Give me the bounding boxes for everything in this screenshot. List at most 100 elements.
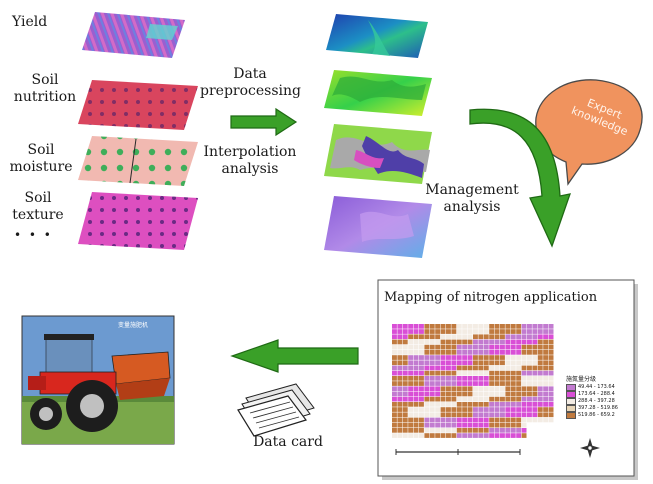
nitrogen-grid-cell: [462, 370, 468, 376]
nitrogen-grid-cell: [548, 329, 554, 334]
nitrogen-grid-cell: [494, 329, 500, 334]
nitrogen-grid-cell: [537, 360, 543, 366]
layer-soil-moisture: [78, 136, 198, 186]
nitrogen-grid-cell: [429, 365, 435, 371]
nitrogen-grid-cell: [510, 396, 516, 402]
nitrogen-grid-cell: [494, 433, 500, 438]
nitrogen-grid-cell: [478, 396, 484, 402]
nitrogen-grid-cell: [543, 360, 549, 366]
nitrogen-grid-cell: [489, 370, 495, 376]
nitrogen-grid-cell: [397, 381, 403, 386]
nitrogen-grid-cell: [408, 386, 414, 392]
nitrogen-grid-cell: [494, 417, 500, 423]
nitrogen-grid-cell: [494, 355, 500, 360]
nitrogen-grid-cell: [424, 417, 430, 423]
nitrogen-grid-cell: [521, 381, 527, 386]
nitrogen-grid-cell: [516, 339, 522, 345]
nitrogen-grid-cell: [473, 365, 478, 371]
nitrogen-grid-cell: [510, 376, 516, 381]
nitrogen-grid-cell: [537, 339, 543, 345]
nitrogen-grid-cell: [402, 344, 408, 350]
nitrogen-grid-cell: [500, 417, 505, 423]
nitrogen-grid-cell: [483, 391, 489, 397]
nitrogen-grid-cell: [424, 365, 430, 371]
nitrogen-grid-cell: [435, 433, 441, 438]
nitrogen-grid-cell: [451, 391, 457, 397]
nitrogen-grid-cell: [440, 391, 446, 397]
nitrogen-grid-cell: [419, 428, 424, 433]
nitrogen-grid-cell: [494, 381, 500, 386]
nitrogen-grid-cell: [489, 412, 495, 418]
nitrogen-grid-cell: [435, 386, 441, 392]
nitrogen-grid-cell: [413, 324, 419, 329]
nitrogen-grid-cell: [510, 391, 516, 397]
label-soil-moisture: Soil moisture: [2, 142, 80, 176]
nitrogen-grid-cell: [532, 412, 538, 418]
nitrogen-grid-cell: [478, 391, 484, 397]
nitrogen-grid-cell: [467, 391, 473, 397]
nitrogen-grid-cell: [500, 381, 505, 386]
nitrogen-grid-cell: [424, 386, 430, 392]
nitrogen-grid-cell: [451, 412, 457, 418]
nitrogen-grid-cell: [521, 402, 527, 407]
nitrogen-grid-cell: [397, 350, 403, 355]
nitrogen-grid-cell: [505, 365, 511, 371]
nitrogen-grid-cell: [473, 376, 478, 381]
nitrogen-grid-cell: [419, 360, 424, 366]
nitrogen-grid-cell: [527, 324, 532, 329]
label-soil-texture: Soil texture: [2, 190, 74, 224]
nitrogen-grid-cell: [413, 422, 419, 428]
nitrogen-grid-cell: [478, 386, 484, 392]
label-soil-nutrition-line2: nutrition: [13, 89, 77, 105]
nitrogen-grid-cell: [505, 355, 511, 360]
nitrogen-grid-cell: [462, 339, 468, 345]
nitrogen-grid-cell: [505, 428, 511, 433]
nitrogen-grid-cell: [392, 428, 397, 433]
nitrogen-grid-cell: [413, 334, 419, 340]
nitrogen-grid-cell: [408, 407, 414, 412]
nitrogen-grid-cell: [505, 391, 511, 397]
nitrogen-grid-cell: [500, 433, 505, 438]
arrow-to-tractor: [230, 339, 359, 373]
nitrogen-grid-cell: [446, 355, 451, 360]
nitrogen-grid-cell: [483, 334, 489, 340]
nitrogen-grid-cell: [402, 334, 408, 340]
nitrogen-grid-cell: [478, 350, 484, 355]
nitrogen-grid-cell: [543, 396, 549, 402]
nitrogen-grid-cell: [516, 329, 522, 334]
nitrogen-grid-cell: [489, 381, 495, 386]
nitrogen-grid-cell: [521, 422, 527, 428]
nitrogen-grid-cell: [456, 391, 462, 397]
nitrogen-grid-cell: [527, 402, 532, 407]
nitrogen-grid-cell: [543, 334, 549, 340]
nitrogen-grid-cell: [505, 370, 511, 376]
nitrogen-grid-cell: [446, 376, 451, 381]
nitrogen-grid-cell: [473, 324, 478, 329]
nitrogen-grid-cell: [500, 412, 505, 418]
nitrogen-grid-cell: [543, 407, 549, 412]
nitrogen-grid-cell: [473, 386, 478, 392]
nitrogen-grid-cell: [516, 355, 522, 360]
nitrogen-grid-cell: [483, 344, 489, 350]
nitrogen-grid-cell: [478, 417, 484, 423]
nitrogen-grid-cell: [516, 376, 522, 381]
nitrogen-grid-cell: [429, 360, 435, 366]
nitrogen-grid-cell: [478, 422, 484, 428]
nitrogen-grid-cell: [527, 381, 532, 386]
nitrogen-grid-cell: [413, 433, 419, 438]
nitrogen-grid-cell: [532, 396, 538, 402]
nitrogen-grid-cell: [532, 386, 538, 392]
nitrogen-grid-cell: [473, 428, 478, 433]
nitrogen-grid-cell: [397, 391, 403, 397]
nitrogen-grid-cell: [446, 433, 451, 438]
nitrogen-grid-cell: [478, 355, 484, 360]
nitrogen-grid-cell: [392, 412, 397, 418]
legend-item: 288.4 - 397.28: [566, 398, 630, 405]
nitrogen-grid-cell: [548, 360, 554, 366]
nitrogen-grid-cell: [413, 329, 419, 334]
nitrogen-grid-cell: [392, 386, 397, 392]
nitrogen-grid-cell: [478, 344, 484, 350]
nitrogen-grid-cell: [548, 344, 554, 350]
nitrogen-grid-cell: [462, 360, 468, 366]
nitrogen-grid-cell: [451, 344, 457, 350]
